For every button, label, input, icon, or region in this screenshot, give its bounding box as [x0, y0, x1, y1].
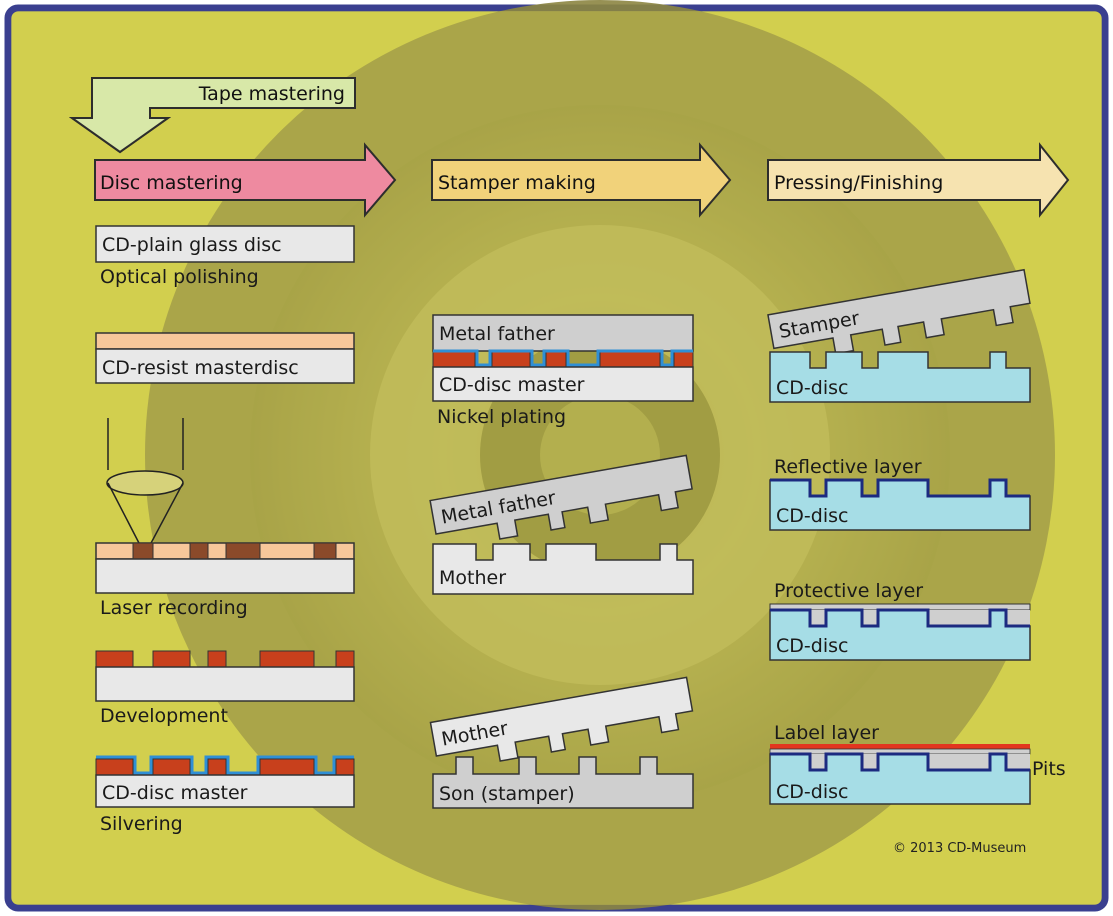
- developed-resist: [95, 650, 355, 668]
- tape-mastering-label: Tape mastering: [198, 83, 345, 105]
- laser-recording-label: Laser recording: [100, 597, 248, 619]
- cd-disc-label-4: CD-disc: [776, 781, 848, 803]
- silver-layer: [96, 755, 354, 775]
- reflective-layer: [770, 478, 1030, 498]
- stamper-making-label: Stamper making: [438, 172, 596, 194]
- nickel-plating-label: Nickel plating: [437, 406, 566, 428]
- mother-block: [432, 543, 694, 595]
- reflective-layer-4: [770, 752, 1030, 772]
- laser-disc-block: [95, 558, 355, 594]
- pits-label: Pits: [1032, 758, 1066, 780]
- resist-masterdisc-label: CD-resist masterdisc: [102, 357, 299, 379]
- silvering-label: Silvering: [100, 813, 183, 835]
- nickel-layer: [433, 349, 693, 367]
- cd-disc-label-2: CD-disc: [776, 505, 848, 527]
- resist-layer: [95, 332, 355, 350]
- metal-father-label-1: Metal father: [439, 323, 555, 345]
- label-layer-label: Label layer: [774, 722, 879, 744]
- protective-layer-label: Protective layer: [774, 580, 923, 602]
- resist-masterdisc-block: [95, 348, 355, 384]
- cd-disc-label-3: CD-disc: [776, 635, 848, 657]
- disc-master-label: CD-disc master: [102, 782, 248, 804]
- cd-disc-block-1: [769, 351, 1031, 403]
- silvered-resist: [95, 758, 355, 776]
- son-stamper-block: [432, 756, 694, 809]
- plated-resist: [432, 350, 694, 368]
- laser-optics: [106, 418, 184, 546]
- silvering-disc-block: [95, 774, 355, 808]
- disc-master-label-2: CD-disc master: [439, 374, 585, 396]
- mother-label: Mother: [439, 567, 506, 589]
- exposed-pits: [132, 542, 337, 560]
- tape-mastering-arrow: Tape mastering: [68, 77, 356, 154]
- disc-mastering-label: Disc mastering: [100, 172, 243, 194]
- reflective-layer-label: Reflective layer: [774, 456, 922, 478]
- son-stamper-label: Son (stamper): [439, 783, 575, 805]
- cd-disc-label-1: CD-disc: [776, 377, 848, 399]
- optical-polishing-label: Optical polishing: [100, 266, 259, 288]
- development-disc-block: [95, 666, 355, 702]
- development-label: Development: [100, 705, 228, 727]
- metal-father-block-1: [432, 314, 694, 352]
- reflective-layer-3: [770, 608, 1030, 628]
- stage-arrow-stamper-making: Stamper making: [431, 142, 732, 218]
- glass-disc-block: [95, 225, 355, 263]
- copyright-text: © 2013 CD-Museum: [893, 841, 1026, 856]
- pressing-finishing-label: Pressing/Finishing: [774, 172, 943, 194]
- glass-disc-label: CD-plain glass disc: [102, 234, 282, 256]
- protective-fill-4: [810, 754, 1030, 770]
- stage-arrow-disc-mastering: Disc mastering: [94, 142, 397, 218]
- label-layer: [770, 744, 1030, 749]
- stage-arrow-pressing-finishing: Pressing/Finishing: [767, 142, 1070, 218]
- protective-fill: [810, 610, 1030, 626]
- disc-master-block-2: [432, 366, 694, 402]
- mother-tilted: Mother: [429, 676, 694, 762]
